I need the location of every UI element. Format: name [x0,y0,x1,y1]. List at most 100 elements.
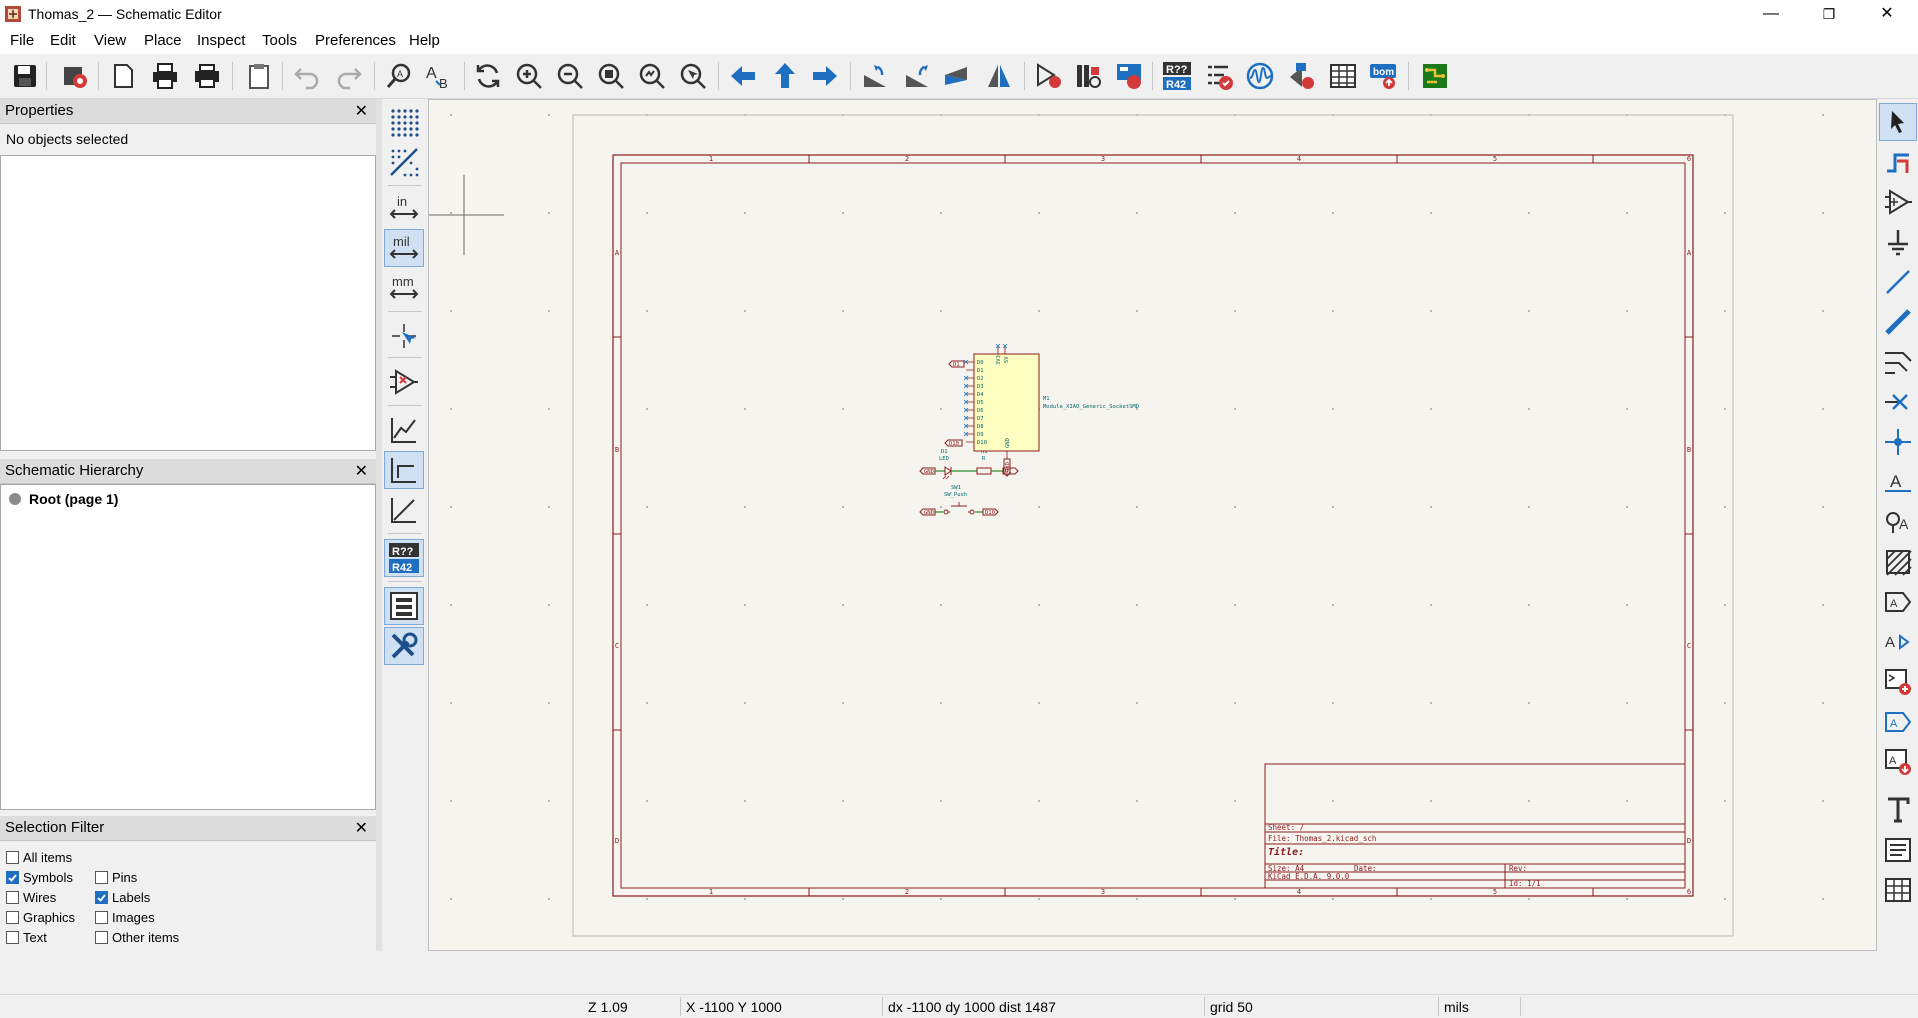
print-icon[interactable] [148,60,182,92]
restore-button[interactable]: ❐ [1822,6,1836,22]
filter-text-checkbox[interactable] [6,931,19,944]
select-arrow-icon[interactable] [1879,103,1917,141]
add-text-icon[interactable] [1879,791,1917,829]
filter-wires-checkbox[interactable] [6,891,19,904]
navigate-up-icon[interactable] [768,60,802,92]
d10-label-1[interactable] [982,508,999,516]
menu-edit[interactable]: Edit [50,32,76,49]
filter-images[interactable]: Images [95,910,155,925]
paste-icon[interactable] [242,60,276,92]
hierarchy-panel-icon[interactable] [384,587,424,625]
add-textbox-icon[interactable] [1879,831,1917,869]
erc-icon[interactable] [1202,60,1236,92]
close-properties-panel-button[interactable]: ✕ [354,103,368,120]
gnd-label-module[interactable] [1003,458,1011,477]
navigate-forward-icon[interactable] [808,60,842,92]
pcb-editor-icon[interactable] [1418,60,1452,92]
find-icon[interactable]: A [382,60,416,92]
filter-all-items[interactable]: All items [6,850,72,865]
highlight-net-icon[interactable] [1879,143,1917,181]
add-table-icon[interactable] [1879,871,1917,909]
mirror-horizontal-icon[interactable] [940,60,974,92]
gnd-label-2[interactable] [919,508,936,516]
unit-mils-icon[interactable]: mil [384,229,424,267]
add-wire-icon[interactable] [1879,263,1917,301]
rotate-ccw-icon[interactable] [858,60,892,92]
zoom-objects-icon[interactable] [635,60,669,92]
net-label-icon[interactable]: A [1879,463,1917,501]
add-bus-icon[interactable] [1879,303,1917,341]
add-sheet-icon[interactable]: A [1879,623,1917,661]
properties-panel-icon[interactable] [384,627,424,665]
close-selection-filter-button[interactable]: ✕ [354,820,368,837]
annotation-toggle-icon[interactable]: R??R42 [384,539,424,577]
filter-graphics[interactable]: Graphics [6,910,75,925]
menu-view[interactable]: View [94,32,127,49]
zoom-out-icon[interactable] [553,60,587,92]
minimize-button[interactable]: — [1763,5,1779,22]
filter-images-checkbox[interactable] [95,911,108,924]
menu-inspect[interactable]: Inspect [197,32,246,49]
d10-label-module[interactable] [944,439,963,447]
hidden-pins-icon[interactable] [384,363,424,401]
unit-mm-icon[interactable]: mm [384,269,424,307]
unit-inches-icon[interactable]: in [384,189,424,227]
close-hierarchy-panel-button[interactable]: ✕ [354,463,368,480]
module-body[interactable] [973,353,1040,452]
page-settings-icon[interactable] [106,60,140,92]
hierarchy-root-item[interactable]: Root (page 1) [9,491,118,507]
save-icon[interactable] [8,60,42,92]
d1-label[interactable] [1002,467,1019,475]
grid-overrides-icon[interactable] [384,143,424,181]
line-any-angle-icon[interactable] [384,411,424,449]
filter-pins-checkbox[interactable] [95,871,108,884]
gnd-label-1[interactable] [919,467,936,475]
navigate-back-icon[interactable] [726,60,760,92]
filter-symbols[interactable]: Symbols [6,870,73,885]
rotate-cw-icon[interactable] [900,60,934,92]
schematic-setup-icon[interactable] [58,60,92,92]
mirror-vertical-icon[interactable] [982,60,1016,92]
simulator-icon[interactable] [1243,60,1277,92]
add-bus-entry-icon[interactable] [1879,343,1917,381]
d1-label-module[interactable] [948,360,965,368]
add-symbol-icon[interactable] [1879,183,1917,221]
zoom-in-icon[interactable] [512,60,546,92]
filter-other-items-checkbox[interactable] [95,931,108,944]
filter-other-items[interactable]: Other items [95,930,179,945]
add-power-icon[interactable] [1879,223,1917,261]
junction-icon[interactable] [1879,423,1917,461]
global-label-icon[interactable] [1879,543,1917,581]
grid-dots-icon[interactable] [384,103,424,141]
field-table-icon[interactable] [1326,60,1360,92]
filter-graphics-checkbox[interactable] [6,911,19,924]
line-45-icon[interactable] [384,491,424,529]
filter-labels[interactable]: Labels [95,890,150,905]
no-connect-icon[interactable] [1879,383,1917,421]
undo-icon[interactable] [290,60,324,92]
add-image-icon[interactable]: A [1879,743,1917,781]
filter-text[interactable]: Text [6,930,47,945]
filter-labels-checkbox[interactable] [95,891,108,904]
hierarchical-label-icon[interactable]: A [1879,583,1917,621]
filter-pins[interactable]: Pins [95,870,137,885]
filter-symbols-checkbox[interactable] [6,871,19,884]
zoom-fit-icon[interactable] [594,60,628,92]
filter-all-items-checkbox[interactable] [6,851,19,864]
add-sheet-pin-icon[interactable]: A [1879,703,1917,741]
schematic-canvas[interactable]: 1 2 3 4 5 6 1 2 3 4 5 6 A B C D A B C D … [428,99,1878,952]
net-class-directive-icon[interactable]: A [1879,503,1917,541]
panel-splitter[interactable] [376,99,382,951]
refresh-icon[interactable] [471,60,505,92]
led-symbol[interactable] [944,466,952,476]
close-window-button[interactable]: ✕ [1880,5,1894,22]
annotate-icon[interactable]: R??R42 [1160,60,1194,92]
plot-icon[interactable] [190,60,224,92]
import-sheet-pin-icon[interactable] [1879,663,1917,701]
redo-icon[interactable] [332,60,366,92]
zoom-selection-icon[interactable] [676,60,710,92]
footprint-assign-icon[interactable] [1284,60,1318,92]
menu-place[interactable]: Place [144,32,182,49]
symbol-library-icon[interactable] [1072,60,1106,92]
